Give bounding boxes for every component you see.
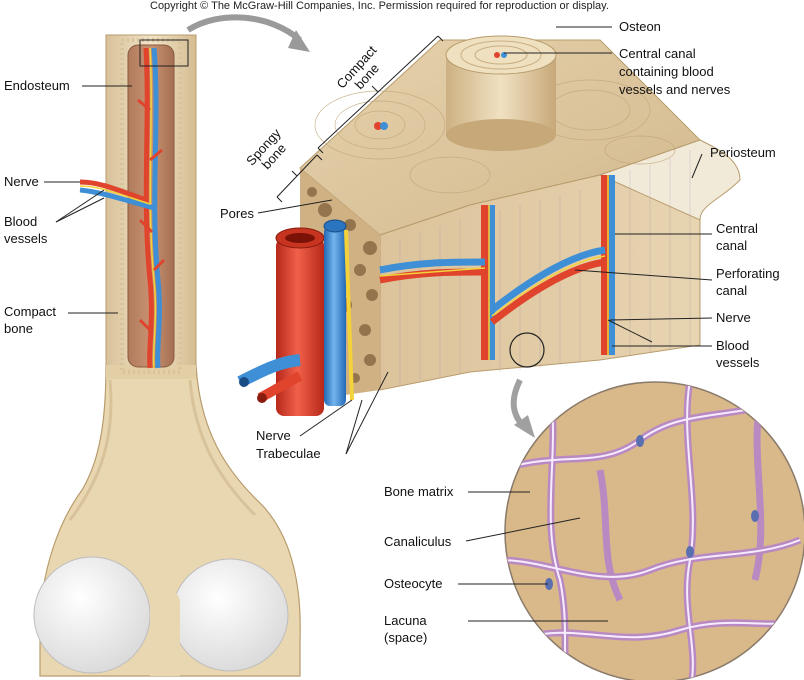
label-central-canal-right-line2: canal <box>716 238 748 253</box>
label-central-canal-line3: vessels and nerves <box>619 82 731 97</box>
label-blood-vessels-left-line1: Blood <box>4 214 38 229</box>
shaft-vein <box>151 47 162 369</box>
osteon-cylinder <box>445 35 557 151</box>
label-blood-vessels-left-line2: vessels <box>4 231 48 246</box>
leader-lines <box>44 26 713 622</box>
compact-bone-block <box>237 35 741 416</box>
label-lacuna-line2: (space) <box>384 630 428 645</box>
large-vessels <box>237 219 354 416</box>
label-bone-matrix: Bone matrix <box>384 484 454 499</box>
label-nerve-bottom: Nerve <box>256 428 291 443</box>
label-osteon: Osteon <box>619 19 661 34</box>
label-pores: Pores <box>220 206 254 221</box>
label-perforating-canal-line2: canal <box>716 283 748 298</box>
label-perforating-canal-line1: Perforating <box>716 266 780 281</box>
label-nerve-left: Nerve <box>4 174 39 189</box>
spongy-bone-bracket <box>276 154 323 203</box>
label-nerve-right: Nerve <box>716 310 751 325</box>
magnified-view <box>504 381 804 680</box>
label-lacuna-line1: Lacuna <box>384 613 427 628</box>
label-central-canal-right-line1: Central <box>716 221 758 236</box>
compact-bone-bracket <box>317 35 444 154</box>
nutrient-vessels <box>79 179 147 203</box>
zoom-arrow-top <box>186 14 302 43</box>
medial-condyle <box>33 556 151 674</box>
label-periosteum: Periosteum <box>710 145 776 160</box>
label-compact-bone-left-line1: Compact <box>4 304 57 319</box>
label-blood-vessels-right-line2: vessels <box>716 355 760 370</box>
block-vessels <box>379 175 615 360</box>
femur <box>33 34 301 677</box>
label-central-canal-line2: containing blood <box>619 64 714 79</box>
label-blood-vessels-right-line1: Blood <box>716 338 750 353</box>
label-trabeculae: Trabeculae <box>256 446 321 461</box>
osteocytes <box>545 435 759 590</box>
label-endosteum: Endosteum <box>4 78 70 93</box>
zoom-region-marker <box>509 332 545 368</box>
lateral-condyle <box>171 558 289 672</box>
label-compact-bone-left-line2: bone <box>4 321 33 336</box>
copyright-notice: Copyright © The McGraw-Hill Companies, I… <box>150 0 609 12</box>
label-central-canal-line1: Central canal <box>619 46 696 61</box>
label-canaliculus: Canaliculus <box>384 534 452 549</box>
label-osteocyte: Osteocyte <box>384 576 443 591</box>
shaft-artery <box>143 47 154 369</box>
